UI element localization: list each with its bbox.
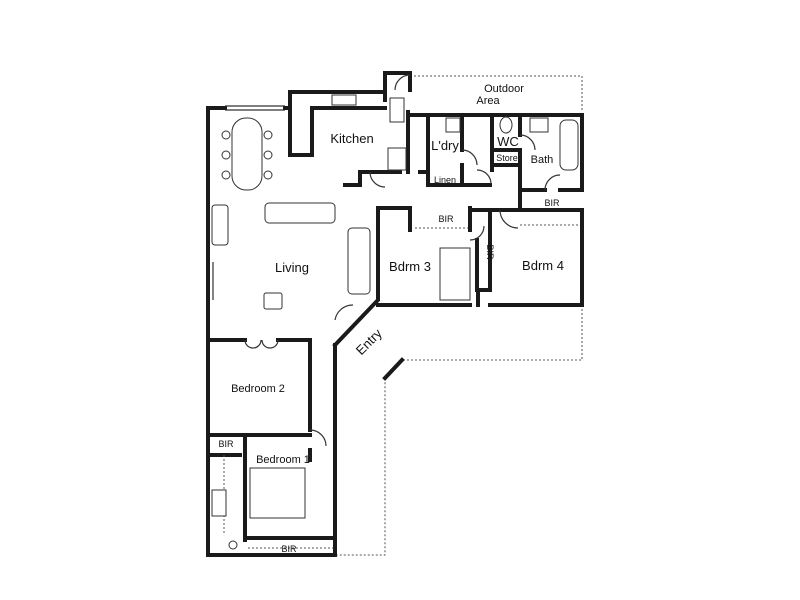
side-bir-label: BIR — [485, 244, 495, 260]
outdoor-area-outline — [335, 75, 583, 556]
bedroom2-bir-label: BIR — [218, 439, 234, 449]
bdrm3-label: Bdrm 3 — [389, 259, 431, 274]
bdrm4-label: Bdrm 4 — [522, 258, 564, 273]
doors — [244, 74, 561, 447]
store-label: Store — [496, 153, 518, 163]
outdoor-area-label-2: Area — [476, 95, 500, 107]
laundry-label: L'dry — [431, 138, 459, 153]
kitchen-label: Kitchen — [330, 131, 373, 146]
bath-label: Bath — [531, 154, 554, 166]
bdrm3-bir-label: BIR — [438, 214, 454, 224]
wc-label: WC — [497, 134, 519, 149]
bdrm4-bir-label: BIR — [544, 198, 560, 208]
bedroom1-label: Bedroom 1 — [256, 454, 310, 466]
linen-label: Linen — [434, 175, 456, 185]
walls — [206, 71, 584, 557]
living-label: Living — [275, 260, 309, 275]
bedroom1-bir-label: BIR — [281, 544, 297, 554]
outdoor-area-label-1: Outdoor — [484, 83, 524, 95]
fixtures — [211, 94, 579, 550]
bedroom2-label: Bedroom 2 — [231, 383, 285, 395]
entry-label: Entry — [353, 325, 385, 357]
